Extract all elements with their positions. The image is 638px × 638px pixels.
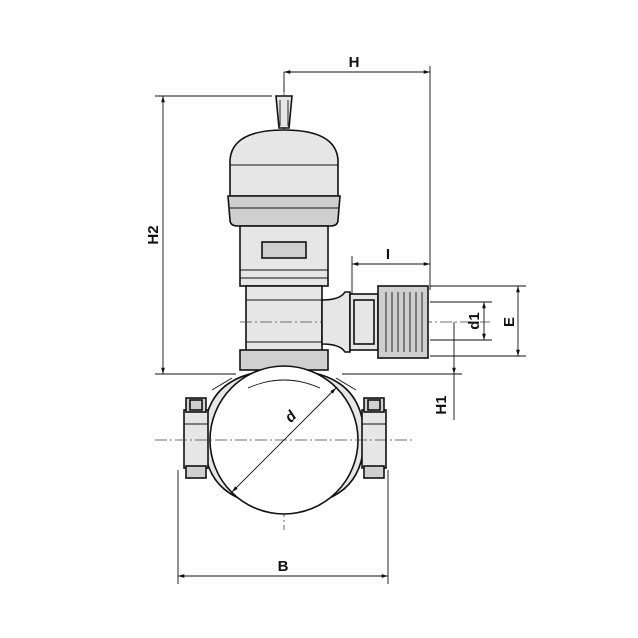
dome-cap [227,129,341,227]
dim-E: E [430,285,526,357]
dim-I-label: I [386,246,390,263]
thread-lines [385,292,423,352]
dim-B: B [177,470,389,584]
dim-d1: d1 [430,301,492,341]
side-outlet [240,285,490,359]
outlet-tube [239,285,329,371]
dim-H-label: H [349,54,360,71]
dim-H2-label: H2 [145,225,162,244]
dim-H: H [283,54,431,290]
neck-body [239,225,329,287]
dim-I: I [351,246,430,294]
dim-H1: H1 [342,322,462,420]
left-bolt [183,397,209,479]
dim-H2: H2 [145,95,272,375]
dim-B-label: B [278,558,289,575]
dim-H1-label: H1 [433,395,450,414]
right-bolt [361,397,387,479]
top-tip [275,95,293,129]
dim-E-label: E [501,317,518,327]
dim-d1-label: d1 [466,312,483,330]
